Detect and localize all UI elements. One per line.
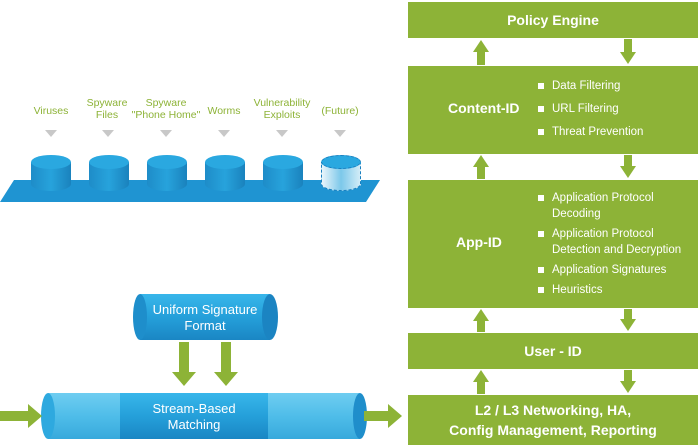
cylinder-worms: [205, 155, 245, 191]
uniform-signature-label: Uniform Signature Format: [152, 302, 258, 333]
arrow-stream-to-l2l3: [364, 404, 402, 428]
threat-label-worms: Worms: [207, 105, 241, 117]
arrow-up-icon: [473, 309, 489, 332]
threat-label-spyware-phone-home: Spyware "Phone Home": [131, 97, 201, 121]
triangle-worms: [218, 130, 230, 137]
app-id-title: App-ID: [456, 234, 502, 250]
threat-label-viruses: Viruses: [33, 105, 69, 117]
arrow-up-icon: [473, 40, 489, 65]
triangle-vulnerability-exploits: [276, 130, 288, 137]
policy-engine-title: Policy Engine: [507, 12, 599, 28]
signature-down-arrows: [172, 342, 238, 386]
content-id-item: Data Filtering: [538, 78, 643, 94]
cylinder-future: [321, 155, 361, 191]
app-id-item: Application Signatures: [538, 262, 681, 278]
policy-engine-box: Policy Engine: [408, 2, 698, 38]
content-id-item: Threat Prevention: [538, 124, 643, 140]
triangle-future: [334, 130, 346, 137]
arrow-up-icon: [473, 370, 489, 394]
arrow-into-stream: [0, 404, 42, 428]
app-id-item: Application Protocol Detection and Decry…: [538, 226, 681, 258]
user-id-title: User - ID: [524, 343, 582, 359]
stream-matching-label: Stream-Based Matching: [152, 401, 236, 432]
arrow-down-icon: [620, 309, 636, 331]
triangle-spyware-phone-home: [160, 130, 172, 137]
cylinder-spyware-phone-home: [147, 155, 187, 191]
triangle-viruses: [45, 130, 57, 137]
content-id-item: URL Filtering: [538, 101, 643, 117]
l2l3-title: L2 / L3 Networking, HA, Config Managemen…: [449, 402, 657, 438]
stream-based-matching-pipe: [41, 393, 367, 439]
cylinder-vulnerability-exploits: [263, 155, 303, 191]
arrow-up-icon: [473, 155, 489, 179]
user-id-box: User - ID: [408, 333, 698, 369]
app-id-box: App-ID Application Protocol Decoding App…: [408, 180, 698, 308]
cylinder-viruses: [31, 155, 71, 191]
arrow-down-icon: [620, 39, 636, 64]
content-id-title: Content-ID: [448, 100, 520, 116]
content-id-box: Content-ID Data Filtering URL Filtering …: [408, 66, 698, 154]
content-id-features: Data Filtering URL Filtering Threat Prev…: [538, 78, 643, 140]
cylinder-spyware-files: [89, 155, 129, 191]
threat-label-vulnerability-exploits: Vulnerability Exploits: [253, 97, 311, 121]
uniform-signature-cylinder: [133, 294, 278, 340]
app-id-item: Heuristics: [538, 282, 681, 298]
triangle-spyware-files: [102, 130, 114, 137]
app-id-features: Application Protocol Decoding Applicatio…: [538, 190, 681, 298]
threat-label-future: (Future): [321, 105, 359, 117]
threat-label-spyware-files: Spyware Files: [86, 97, 128, 121]
l2l3-box: L2 / L3 Networking, HA, Config Managemen…: [408, 395, 698, 445]
arrow-down-icon: [620, 155, 636, 178]
arrow-down-icon: [620, 370, 636, 393]
app-id-item: Application Protocol Decoding: [538, 190, 681, 222]
